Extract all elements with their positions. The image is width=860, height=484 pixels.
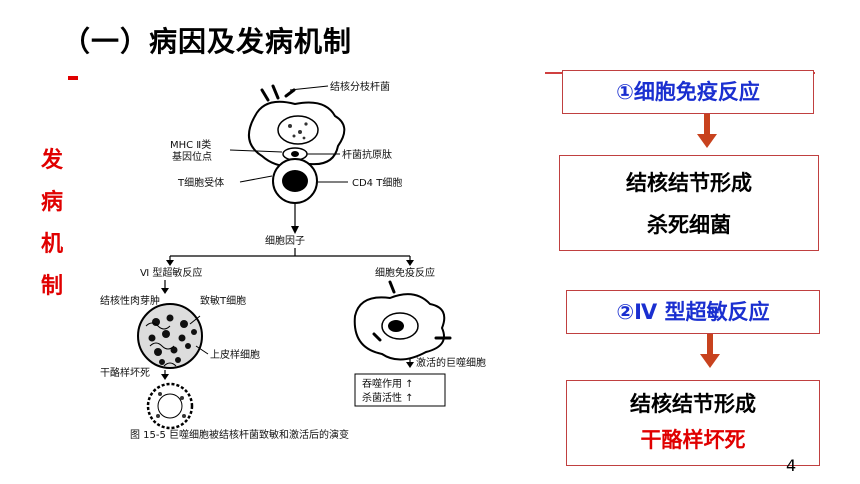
side-label-char: 制 (40, 274, 63, 299)
label-type4: Ⅵ 型超敏反应 (140, 266, 202, 279)
label-cytokine: 细胞因子 (265, 234, 305, 247)
page-number: 4 (786, 456, 797, 475)
figure-caption: 图 15-5 巨噬细胞被结核杆菌致敏和激活后的演变 (130, 428, 349, 441)
flow-box-cellular-immunity-text: ①细胞免疫反应 (616, 80, 760, 104)
flow-box-tubercle-kill: 结核结节形成 杀死细菌 (559, 155, 819, 251)
label-mhc: MHC Ⅱ类 (170, 138, 211, 151)
side-label-char: 机 (40, 232, 63, 257)
label-phagocytosis: 吞噬作用 ↑ (362, 377, 414, 390)
label-bactericidal: 杀菌活性 ↑ (362, 391, 414, 404)
flow-box-type4-hypersensitivity: ②Ⅳ 型超敏反应 (566, 290, 820, 334)
slide-title: （一）病因及发病机制 (62, 25, 353, 58)
label-t-receptor: T细胞受体 (177, 176, 224, 189)
granuloma-cluster (137, 303, 203, 369)
label-activated-macrophage: 激活的巨噬细胞 (416, 356, 486, 369)
side-label: 发 病 机 制 (36, 140, 68, 308)
label-bacterium: 结核分枝杆菌 (330, 80, 390, 93)
label-cellular: 细胞免疫反应 (375, 266, 435, 279)
label-caseous: 干酪样坏死 (100, 366, 150, 379)
flow-box-tubercle-caseous-line1: 结核结节形成 (630, 392, 756, 416)
flow-box-cellular-immunity: ①细胞免疫反应 (562, 70, 814, 114)
effect-box (354, 373, 446, 407)
side-label-char: 发 (40, 148, 63, 173)
flow-box-tubercle-kill-line1: 结核结节形成 (626, 171, 752, 195)
pathogenesis-diagram: 结核分枝杆菌 杆菌抗原肽 MHC Ⅱ类 基因位点 T细胞受体 CD4 T细胞 细… (100, 80, 486, 441)
label-epithelioid: 上皮样细胞 (210, 348, 260, 361)
bacterium-marks (260, 84, 296, 102)
label-gene-site: 基因位点 (172, 150, 212, 163)
flow-box-type4-hypersensitivity-text: ②Ⅳ 型超敏反应 (616, 300, 770, 324)
red-dash-mark (68, 76, 78, 80)
flow-box-tubercle-kill-line2: 杀死细菌 (647, 213, 731, 237)
caseous-cluster (146, 382, 194, 430)
label-sensitized-t: 致敏T细胞 (200, 294, 246, 307)
macrophage-nucleus (277, 115, 319, 145)
flow-box-tubercle-caseous-line2: 干酪样坏死 (640, 428, 746, 452)
label-cd4: CD4 T细胞 (352, 176, 402, 189)
label-antigen-peptide: 杆菌抗原肽 (342, 148, 392, 161)
label-granuloma: 结核性肉芽肿 (100, 294, 160, 307)
flow-box-tubercle-caseous: 结核结节形成 干酪样坏死 (566, 380, 820, 466)
side-label-char: 病 (40, 190, 63, 215)
